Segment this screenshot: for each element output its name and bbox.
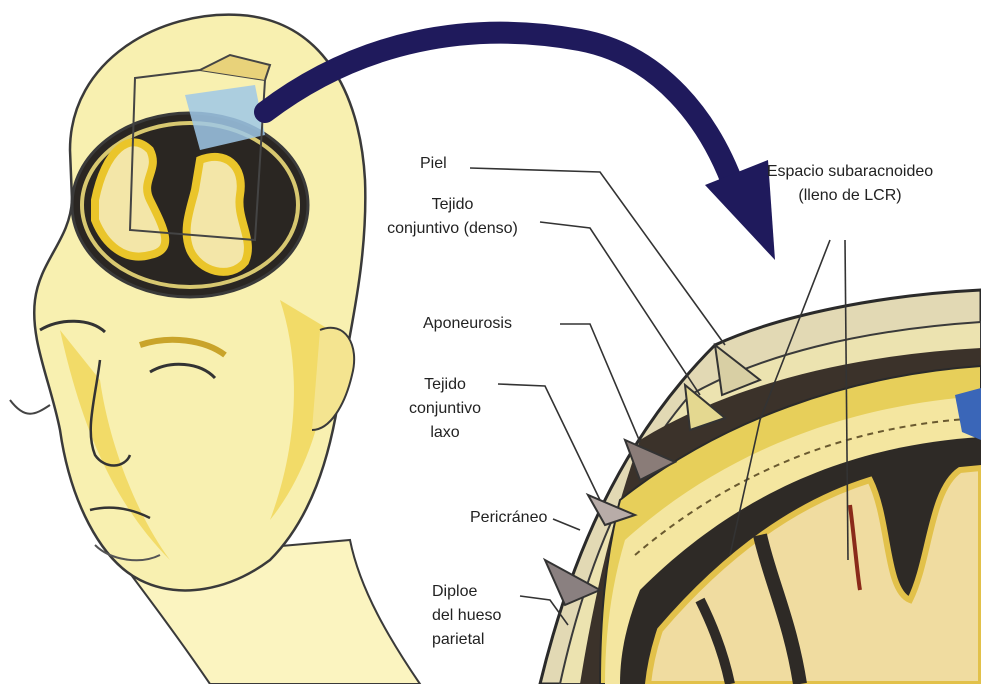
label-espacio-line1: Espacio subaracnoideo [745,160,955,184]
label-diploe-line2: del hueso [432,604,501,628]
leader-tejido-denso [540,222,700,395]
label-tejido-laxo: Tejido conjuntivo laxo [390,373,500,445]
label-tejido-laxo-line1: Tejido [390,373,500,397]
leader-tejido-laxo [498,384,600,500]
label-diploe: Diploe del hueso parietal [432,580,501,652]
label-pericraneo: Pericráneo [470,506,547,530]
label-diploe-line1: Diploe [432,580,501,604]
leader-pericraneo [553,519,580,530]
label-piel: Piel [420,152,447,176]
label-espacio-subaracnoideo: Espacio subaracnoideo (lleno de LCR) [745,160,955,208]
label-tejido-denso-line2: conjuntivo (denso) [360,217,545,241]
label-tejido-denso-line1: Tejido [360,193,545,217]
brain-gyri-right [187,157,248,272]
head-illustration [10,15,420,684]
leader-aponeurosis [560,324,640,442]
label-aponeurosis: Aponeurosis [423,312,512,336]
label-diploe-line3: parietal [432,628,501,652]
jaw-shadow [10,400,50,414]
cross-section [540,290,981,684]
label-tejido-laxo-line2: conjuntivo [390,397,500,421]
label-tejido-denso: Tejido conjuntivo (denso) [360,193,545,241]
label-tejido-laxo-line3: laxo [390,421,500,445]
label-espacio-line2: (lleno de LCR) [745,184,955,208]
